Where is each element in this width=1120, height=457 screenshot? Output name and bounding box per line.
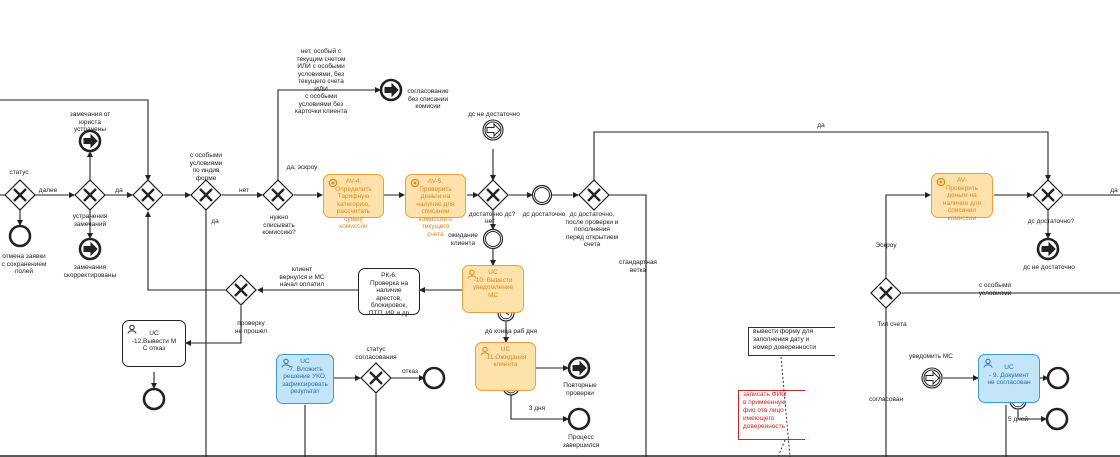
gateway-remarks [74, 179, 106, 211]
label-escrow: Эскроу [875, 242, 897, 249]
end-event-refusal [422, 366, 446, 390]
label-yes2: да [211, 218, 219, 225]
label-process-done: Процесс завершился [562, 434, 600, 449]
label-cancel: отмена заявки с сохранением полей [1, 253, 47, 275]
end-message-remarks-bottom [78, 237, 102, 261]
label-remarks-fixed: замечания скорректированы [63, 264, 117, 279]
task-uc10[interactable]: UC -10. Вывести уведомление МС [462, 265, 524, 313]
label-no1: нет [239, 187, 249, 194]
label-yes-right: да [1110, 187, 1118, 194]
task-uc9[interactable]: UC - 9. Документ не согласован [978, 354, 1040, 403]
end-message-ds-insufficient [1036, 237, 1060, 261]
label-check-failed: проверку не прошел [234, 320, 268, 335]
task-uc7-label: UC -7. Вложить решение УКО, зафиксироват… [282, 358, 328, 395]
gear-icon [410, 178, 420, 188]
task-uc11-label: UC -11.Ожидания клиента [484, 346, 527, 368]
end-event-cancel [8, 224, 32, 248]
task-uc10-label: UC -10. Вывести уведомление МС [472, 269, 514, 299]
task-uc11[interactable]: UC -11.Ожидания клиента [475, 342, 536, 391]
annotation-form: вывести форму для заполнения дату и номе… [748, 327, 835, 356]
label-ds-insufficient-top: дс не достаточно [468, 111, 520, 118]
label-notify-ms: уведомить МС [909, 353, 953, 360]
sequence-flows [0, 87, 1120, 457]
task-av4-label: AV-4. Определить Тарифную категорию, рас… [335, 178, 372, 230]
label-yes-escrow: да, эскроу [286, 164, 318, 171]
label-special-conditions2: с особыми условиями [978, 282, 1012, 297]
label-wait-client: ожидание клиента [448, 232, 478, 247]
start-message-ds-insufficient [482, 119, 504, 141]
label-yes1: да [115, 187, 123, 194]
task-uc7[interactable]: UC -7. Вложить решение УКО, зафиксироват… [276, 354, 334, 404]
gateway-account-type [870, 277, 902, 309]
gateway-need-fee [262, 179, 294, 211]
label-need-fee: нужно списывать комиссию? [262, 214, 296, 236]
gateway-status [4, 179, 36, 211]
user-icon [127, 324, 137, 334]
label-fix-remarks: устранения замечаний [72, 213, 108, 228]
label-account-type: Тип счета [877, 321, 907, 328]
gear-icon [936, 177, 946, 187]
label-repeat-checks: Повторные проверки [563, 382, 597, 397]
gateway-special [190, 179, 222, 211]
label-lawyer-remarks: замечания от юриста устранены [69, 111, 111, 133]
label-yes-top: да [817, 122, 825, 129]
end-message-remarks-top [78, 129, 102, 153]
label-refusal: отказ [402, 368, 418, 375]
annotation-fio: записать ФИО в примеенную фио отв лицо и… [738, 390, 805, 440]
end-event-process-done [567, 407, 591, 431]
associations [777, 356, 791, 457]
end-message-repeat [567, 356, 591, 380]
label-no2: нет [485, 218, 495, 225]
label-agreement-no-fee: согласование без списании комисии [407, 88, 449, 110]
task-av5-label: AV-5. Проверить деньги на наличие для сп… [416, 178, 455, 238]
gateways [4, 179, 1064, 394]
task-rk6[interactable]: РК-6. Проверка на наличие арестов, блоки… [358, 268, 420, 317]
task-av4[interactable]: AV-4. Определить Тарифную категорию, рас… [323, 174, 384, 230]
end-message-agreement [379, 78, 403, 102]
gateway-enough [477, 179, 509, 211]
annotation-form-text: вывести форму для заполнения дату и номе… [753, 328, 816, 351]
label-status: статус [9, 169, 29, 176]
annotation-fio-text: записать ФИО в примеенную фио отв лицо и… [743, 391, 787, 430]
task-uc12-label: UC -12.Вывести М С отказ [131, 330, 177, 352]
end-event-reject [142, 387, 166, 411]
gateway-enough-after [578, 179, 610, 211]
label-client-returned: клиент вернулся и МС начал оплатил [279, 266, 325, 288]
label-ds-enough-q: достаточно дс? [468, 211, 516, 218]
label-ds-insufficient2: дс не достаточно [1023, 264, 1075, 271]
start-message-notify-ms [921, 367, 943, 389]
task-av-right-label: AV- Проверить деньги на наличие для спис… [942, 177, 982, 222]
label-next: далее [38, 187, 58, 194]
task-uc9-label: UC - 9. Документ не согласован [987, 364, 1031, 386]
label-five-days: 5 дней [1007, 416, 1029, 423]
gateway-enough-right [1032, 179, 1064, 211]
user-icon [480, 346, 490, 356]
gateway-check [225, 274, 257, 306]
label-three-days: 3 дня [528, 405, 546, 412]
task-rk6-label: РК-6. Проверка на наличие арестов, блоки… [368, 272, 410, 317]
label-agreement-status: статус согласования [355, 346, 397, 361]
user-icon [281, 358, 291, 368]
gateway-agreement [360, 362, 392, 394]
event-wait-client-inner [485, 231, 501, 247]
label-agreed: согласован [868, 396, 904, 403]
user-icon [983, 358, 993, 368]
gateway-merge [132, 179, 164, 211]
label-special-conditions: с особыми условиями по индив форме [189, 152, 223, 182]
label-ds-enough-after: дс достаточно, после проверки и пополнен… [565, 211, 619, 248]
user-icon [467, 269, 477, 279]
task-uc12[interactable]: UC -12.Вывести М С отказ [122, 320, 186, 367]
task-av5[interactable]: AV-5. Проверить деньги на наличие для сп… [405, 174, 466, 238]
end-event-uc9 [1046, 366, 1070, 390]
label-till-end: до конца раб дня [484, 328, 538, 335]
gear-icon [328, 178, 338, 188]
end-event-5days [1045, 407, 1069, 431]
task-av-right[interactable]: AV- Проверить деньги на наличие для спис… [931, 173, 993, 222]
label-no-special: нет, особый с текущим счетом ИЛИ с особы… [294, 48, 348, 115]
label-standard-branch: стандартная ветка [619, 259, 657, 274]
label-ds-enough-q2: дс достаточно? [1027, 218, 1075, 225]
event-ds-enough-inner [534, 187, 550, 203]
label-ds-enough: дс достаточно [522, 211, 566, 218]
